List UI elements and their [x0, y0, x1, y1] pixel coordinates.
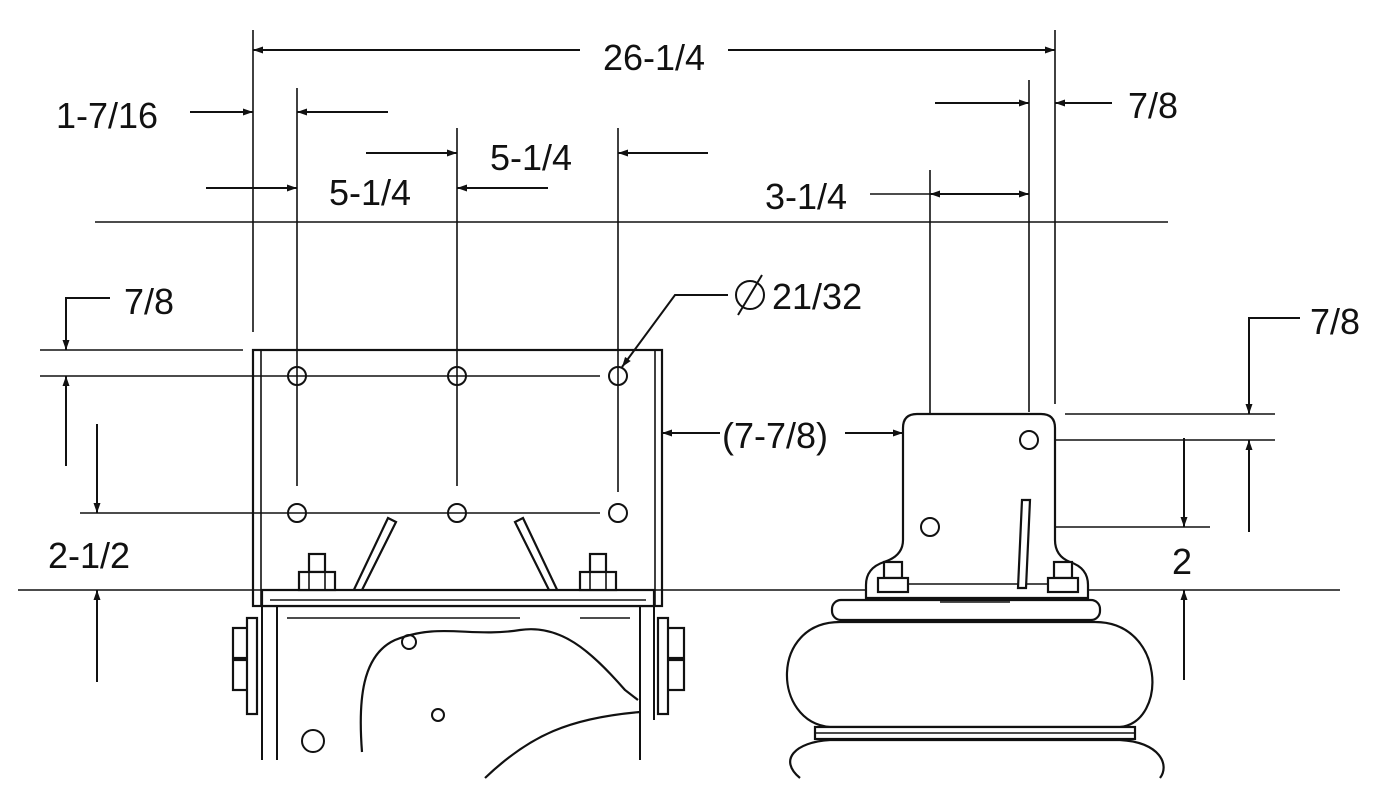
dim-top-edge-offset-left: 7/8 — [124, 281, 174, 322]
left-bracket — [231, 348, 686, 779]
extension-lines — [18, 30, 1340, 591]
bolt-hole — [287, 366, 307, 386]
bolt-hole — [287, 503, 307, 523]
dim-top-edge-offset-right: 7/8 — [1310, 301, 1360, 342]
bolt-hole — [447, 366, 467, 386]
right-bracket — [785, 412, 1165, 779]
dim-overall-width: 26-1/4 — [603, 37, 705, 78]
dimension-labels: 26-1/4 1-7/16 5-1/4 5-1/4 7/8 3-1/4 7/8 … — [48, 37, 1360, 582]
dim-reference-width: (7-7/8) — [722, 415, 828, 456]
bolt-hole — [608, 503, 628, 523]
bolt-hole — [447, 503, 467, 523]
dim-hole-diameter: 21/32 — [772, 276, 862, 317]
bolt-hole — [920, 517, 940, 537]
dim-right-edge-offset: 7/8 — [1128, 85, 1178, 126]
dim-hole-spacing-2: 5-1/4 — [490, 137, 572, 178]
dimension-lines — [62, 46, 1300, 682]
diameter-icon — [735, 274, 765, 316]
bolt-hole — [608, 366, 628, 386]
dim-left-edge-offset: 1-7/16 — [56, 95, 158, 136]
bolt-hole — [1019, 430, 1039, 450]
dim-right-hole-height: 2 — [1172, 541, 1192, 582]
dim-right-bracket-hole-offset: 3-1/4 — [765, 176, 847, 217]
dim-row-spacing: 2-1/2 — [48, 535, 130, 576]
dim-hole-spacing-1: 5-1/4 — [329, 172, 411, 213]
